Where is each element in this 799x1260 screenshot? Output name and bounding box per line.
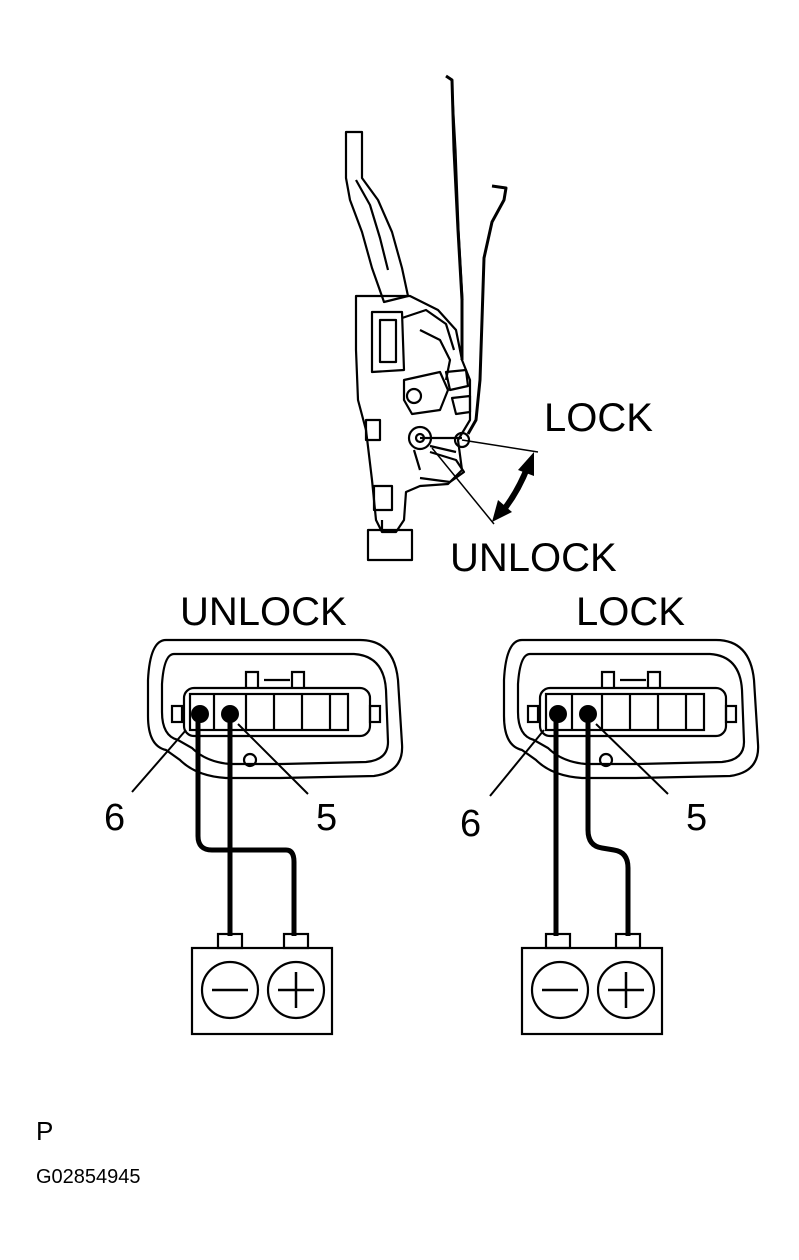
terminal-6-label: 6 bbox=[104, 797, 125, 839]
lock-arrow-head bbox=[518, 452, 534, 476]
wire-terminal-5-to-positive bbox=[585, 722, 631, 936]
connector-housing bbox=[146, 638, 404, 780]
lever-lock-label: LOCK bbox=[544, 396, 653, 440]
door-lock-assembly bbox=[344, 74, 508, 562]
lock-rod bbox=[344, 130, 410, 304]
positive-terminal-icon bbox=[596, 960, 656, 1020]
unlock-arrow-head bbox=[492, 500, 512, 522]
connector-housing bbox=[502, 638, 760, 780]
release-cable bbox=[445, 74, 464, 360]
wire-terminal-6-to-positive bbox=[195, 722, 297, 936]
lock-test-connector: LOCK 6 5 bbox=[460, 590, 760, 1036]
battery bbox=[190, 932, 334, 1036]
terminal-6-label: 6 bbox=[460, 803, 481, 845]
terminal-5 bbox=[221, 705, 239, 723]
negative-terminal-icon bbox=[530, 960, 590, 1020]
actuator-body bbox=[354, 294, 472, 534]
unlock-test-connector: UNLOCK 6 5 bbox=[104, 590, 404, 1036]
figure-code: G02854945 bbox=[36, 1166, 141, 1188]
link-rod bbox=[466, 184, 508, 435]
positive-terminal-icon bbox=[266, 960, 326, 1020]
connector-title: LOCK bbox=[576, 590, 685, 634]
footer-letter: P bbox=[36, 1116, 53, 1146]
connector-title: UNLOCK bbox=[180, 590, 347, 634]
terminal-6 bbox=[549, 705, 567, 723]
actuator-connector bbox=[366, 528, 414, 562]
terminal-5-label: 5 bbox=[316, 797, 337, 839]
battery bbox=[520, 932, 664, 1036]
terminal-5-label: 5 bbox=[686, 797, 707, 839]
negative-terminal-icon bbox=[200, 960, 260, 1020]
terminal-5 bbox=[579, 705, 597, 723]
lever-travel-indicator bbox=[431, 439, 539, 525]
lever-unlock-label: UNLOCK bbox=[450, 536, 617, 580]
terminal-6 bbox=[191, 705, 209, 723]
